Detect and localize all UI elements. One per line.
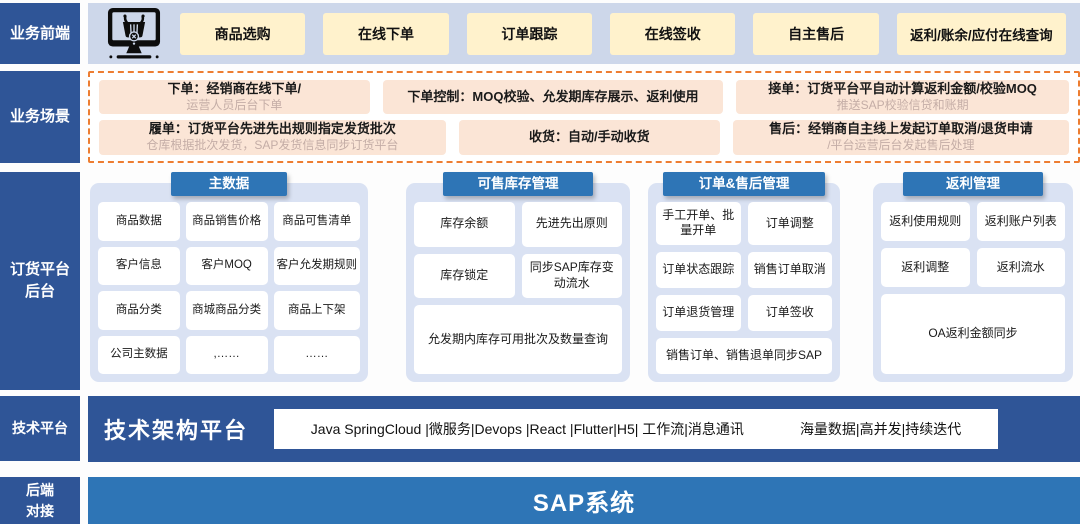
tech-stack-right: 海量数据|高并发|持续迭代 (799, 421, 962, 437)
frontend-button-online-sign: 在线签收 (610, 12, 736, 55)
sidebar-label-text: 对接 (26, 502, 54, 519)
platform-cell: 返利使用规则 (881, 202, 970, 241)
platform-cell: 客户允发期规则 (273, 246, 360, 285)
scene-card-order-control: 下单控制：MOQ校验、允发期库存展示、返利使用 (382, 80, 724, 115)
backend-integration-row: SAP系统 (88, 477, 1080, 524)
scene-card-subtitle: 仓库根据批次发货，SAP发货信息同步订货平台 (146, 138, 399, 153)
platform-cell: 手工开单、批量开单 (656, 202, 741, 245)
platform-cell: 库存锁定 (414, 253, 515, 298)
platform-backstage-row: 主数据 商品数据 商品销售价格 商品可售清单 客户信息 客户MOQ 客户允发期规… (0, 172, 1080, 390)
panel-header-rebate: 返利管理 (903, 172, 1043, 196)
panel-order-aftersales-management: 订单&售后管理 手工开单、批量开单 订单调整 订单状态跟踪 销售订单取消 订单退… (648, 172, 840, 382)
platform-cell-wide: OA返利金额同步 (881, 294, 1065, 374)
scene-card-title: 下单：经销商在线下单/ (167, 81, 302, 96)
platform-cell: ,…… (185, 335, 268, 374)
sidebar-label-text: 业务前端 (9, 24, 70, 42)
tech-stack-box: Java SpringCloud |微服务|Devops |React |Flu… (274, 409, 999, 449)
sidebar-label-tech-platform: 技术平台 (0, 396, 80, 461)
panel-header-sellable-inventory: 可售库存管理 (443, 172, 593, 196)
panel-grid: 库存余额 先进先出原则 库存锁定 同步SAP库存变动流水 允发期内库存可用批次及… (414, 202, 622, 374)
panel-grid: 返利使用规则 返利账户列表 返利调整 返利流水 OA返利金额同步 (881, 202, 1065, 374)
scene-card-place-order: 下单：经销商在线下单/ 运营人员后台下单 (99, 80, 370, 115)
panel-sellable-inventory: 可售库存管理 库存余额 先进先出原则 库存锁定 同步SAP库存变动流水 允发期内… (406, 172, 630, 382)
platform-cell: 订单退货管理 (656, 294, 741, 331)
scene-card-subtitle: 推送SAP校验信贷和账期 (836, 97, 969, 112)
sidebar-label-business-scene: 业务场景 (0, 71, 80, 163)
frontend-button-order-tracking: 订单跟踪 (466, 12, 593, 55)
platform-cell-wide: 允发期内库存可用批次及数量查询 (414, 305, 622, 374)
platform-cell: …… (273, 335, 360, 374)
platform-cell: 返利流水 (976, 248, 1065, 288)
platform-cell: 先进先出原则 (521, 202, 622, 247)
sap-system-label: SAP系统 (532, 490, 636, 517)
scene-dashed-container: 下单：经销商在线下单/ 运营人员后台下单 下单控制：MOQ校验、允发期库存展示、… (88, 71, 1080, 163)
scene-card-fulfillment: 履单：订货平台先进先出规则指定发货批次 仓库根据批次发货，SAP发货信息同步订货… (99, 120, 446, 155)
sidebar-label-text: 后端 (26, 482, 54, 499)
scene-card-title: 接单：订货平台平自动计算返利金额/校验MOQ (768, 81, 1037, 96)
platform-cell: 商品销售价格 (185, 202, 268, 241)
platform-cell: 订单调整 (747, 202, 832, 245)
panel-rebate-management: 返利管理 返利使用规则 返利账户列表 返利调整 返利流水 OA返利金额同步 (873, 172, 1073, 382)
platform-cell: 订单状态跟踪 (656, 251, 741, 288)
frontend-button-rebate-query: 返利/账余/应付在线查询 (896, 12, 1067, 55)
monitor-shopping-basket-icon (88, 7, 180, 61)
scene-card-title: 履单：订货平台先进先出规则指定发货批次 (148, 121, 396, 137)
platform-cell: 商城商品分类 (185, 291, 268, 330)
scene-card-title: 下单控制：MOQ校验、允发期库存展示、返利使用 (407, 88, 699, 104)
scene-card-subtitle: 运营人员后台下单 (186, 97, 283, 112)
panel-grid: 手工开单、批量开单 订单调整 订单状态跟踪 销售订单取消 订单退货管理 订单签收… (656, 202, 832, 374)
frontend-buttons: 商品选购 在线下单 订单跟踪 在线签收 自主售后 返利/账余/应付在线查询 (180, 12, 1067, 55)
platform-cell: 商品数据 (98, 202, 180, 241)
platform-cell: 库存余额 (414, 202, 515, 247)
scene-row-1: 下单：经销商在线下单/ 运营人员后台下单 下单控制：MOQ校验、允发期库存展示、… (99, 80, 1069, 115)
scene-card-subtitle: /平台运营后台发起售后处理 (827, 138, 975, 153)
platform-cell: 商品分类 (98, 291, 180, 330)
sidebar-label-ordering-platform-backstage: 订货平台 后台 (0, 172, 80, 390)
platform-cell: 商品可售清单 (273, 202, 360, 241)
sidebar-label-business-frontend: 业务前端 (0, 3, 80, 64)
scene-card-title: 售后：经销商自主线上发起订单取消/退货申请 (769, 121, 1033, 137)
scene-card-order-acceptance: 接单：订货平台平自动计算返利金额/校验MOQ 推送SAP校验信贷和账期 (736, 80, 1069, 115)
platform-cell: 客户信息 (98, 246, 180, 285)
platform-cell: 同步SAP库存变动流水 (521, 253, 622, 298)
platform-cell: 销售订单取消 (747, 251, 832, 288)
panel-grid: 商品数据 商品销售价格 商品可售清单 客户信息 客户MOQ 客户允发期规则 商品… (98, 202, 360, 374)
platform-cell-wide: 销售订单、销售退单同步SAP (656, 337, 832, 374)
sidebar-label-text: 订货平台 (9, 261, 70, 279)
platform-cell: 返利账户列表 (976, 202, 1065, 241)
tech-stack-left: Java SpringCloud |微服务|Devops |React |Flu… (310, 421, 744, 437)
sidebar-label-text: 后台 (24, 283, 55, 300)
platform-cell: 公司主数据 (98, 335, 180, 374)
frontend-button-self-service: 自主售后 (753, 12, 879, 55)
panel-header-order-aftersales: 订单&售后管理 (663, 172, 825, 196)
scene-card-title: 收货：自动/手动收货 (529, 129, 650, 145)
platform-cell: 商品上下架 (273, 291, 360, 330)
sidebar-label-text: 技术平台 (12, 420, 68, 437)
tech-architecture-title: 技术架构平台 (104, 418, 249, 443)
business-frontend-row: 商品选购 在线下单 订单跟踪 在线签收 自主售后 返利/账余/应付在线查询 (88, 3, 1080, 64)
scene-card-goods-receipt: 收货：自动/手动收货 (458, 120, 720, 155)
platform-cell: 订单签收 (747, 294, 832, 331)
sidebar-label-text: 业务场景 (9, 108, 70, 126)
tech-platform-row: 技术架构平台 Java SpringCloud |微服务|Devops |Rea… (88, 396, 1080, 462)
panel-master-data: 主数据 商品数据 商品销售价格 商品可售清单 客户信息 客户MOQ 客户允发期规… (90, 172, 368, 382)
panel-header-master-data: 主数据 (171, 172, 287, 196)
frontend-button-online-order: 在线下单 (323, 12, 449, 55)
platform-cell: 客户MOQ (185, 246, 268, 285)
sidebar-label-backend-integration: 后端 对接 (0, 477, 80, 524)
platform-cell: 返利调整 (881, 248, 970, 288)
frontend-button-product-selection: 商品选购 (180, 12, 306, 55)
business-scene-row: 下单：经销商在线下单/ 运营人员后台下单 下单控制：MOQ校验、允发期库存展示、… (88, 71, 1080, 163)
scene-card-after-sales: 售后：经销商自主线上发起订单取消/退货申请 /平台运营后台发起售后处理 (732, 120, 1070, 155)
scene-row-2: 履单：订货平台先进先出规则指定发货批次 仓库根据批次发货，SAP发货信息同步订货… (99, 120, 1070, 155)
